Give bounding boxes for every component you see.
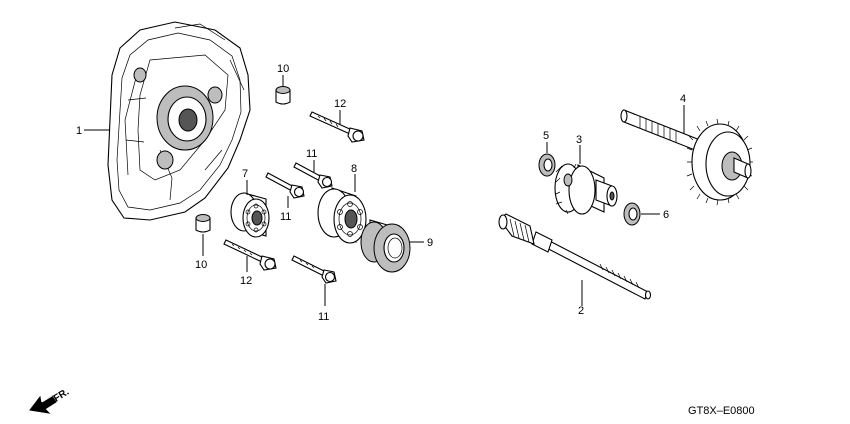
bolt-part-11-top [293,162,333,189]
callout-5: 5 [543,130,549,142]
callout-9: 9 [427,237,433,249]
callout-6: 6 [663,209,669,221]
callout-10-upper: 10 [277,63,289,75]
figure-code: GT8X–E0800 [688,405,755,417]
flange-bolt-part-12-lower [223,239,277,271]
callout-11-top: 11 [306,148,317,160]
callout-8: 8 [351,163,357,175]
callout-10-lower: 10 [195,259,207,271]
callout-12-lower: 12 [240,275,252,287]
front-direction-arrow [29,395,57,414]
transmission-cover-part-1 [107,21,251,221]
flange-bolt-part-12-upper [309,111,365,143]
ball-bearing-part-7 [230,192,270,238]
dowel-pin-part-10-upper [275,86,291,105]
callout-7: 7 [242,168,248,180]
callout-4: 4 [680,93,686,105]
thrust-washer-part-6 [623,202,641,226]
bolt-part-11-bottom [291,255,337,284]
callout-1: 1 [76,125,82,137]
final-shaft-part-4 [620,109,753,206]
thrust-washer-part-5 [538,153,556,177]
counter-gear-part-3 [554,163,618,215]
bolt-part-11-middle [265,172,305,199]
callout-11-middle: 11 [280,211,291,223]
ball-bearing-part-8 [317,187,367,244]
drive-shaft-part-2 [498,213,652,300]
dowel-pin-part-10-lower [195,214,211,233]
callout-12-upper: 12 [334,98,346,110]
callout-3: 3 [576,134,582,146]
callout-2: 2 [578,305,584,317]
oil-seal-part-9 [360,219,411,273]
callout-11-bottom: 11 [318,311,329,323]
